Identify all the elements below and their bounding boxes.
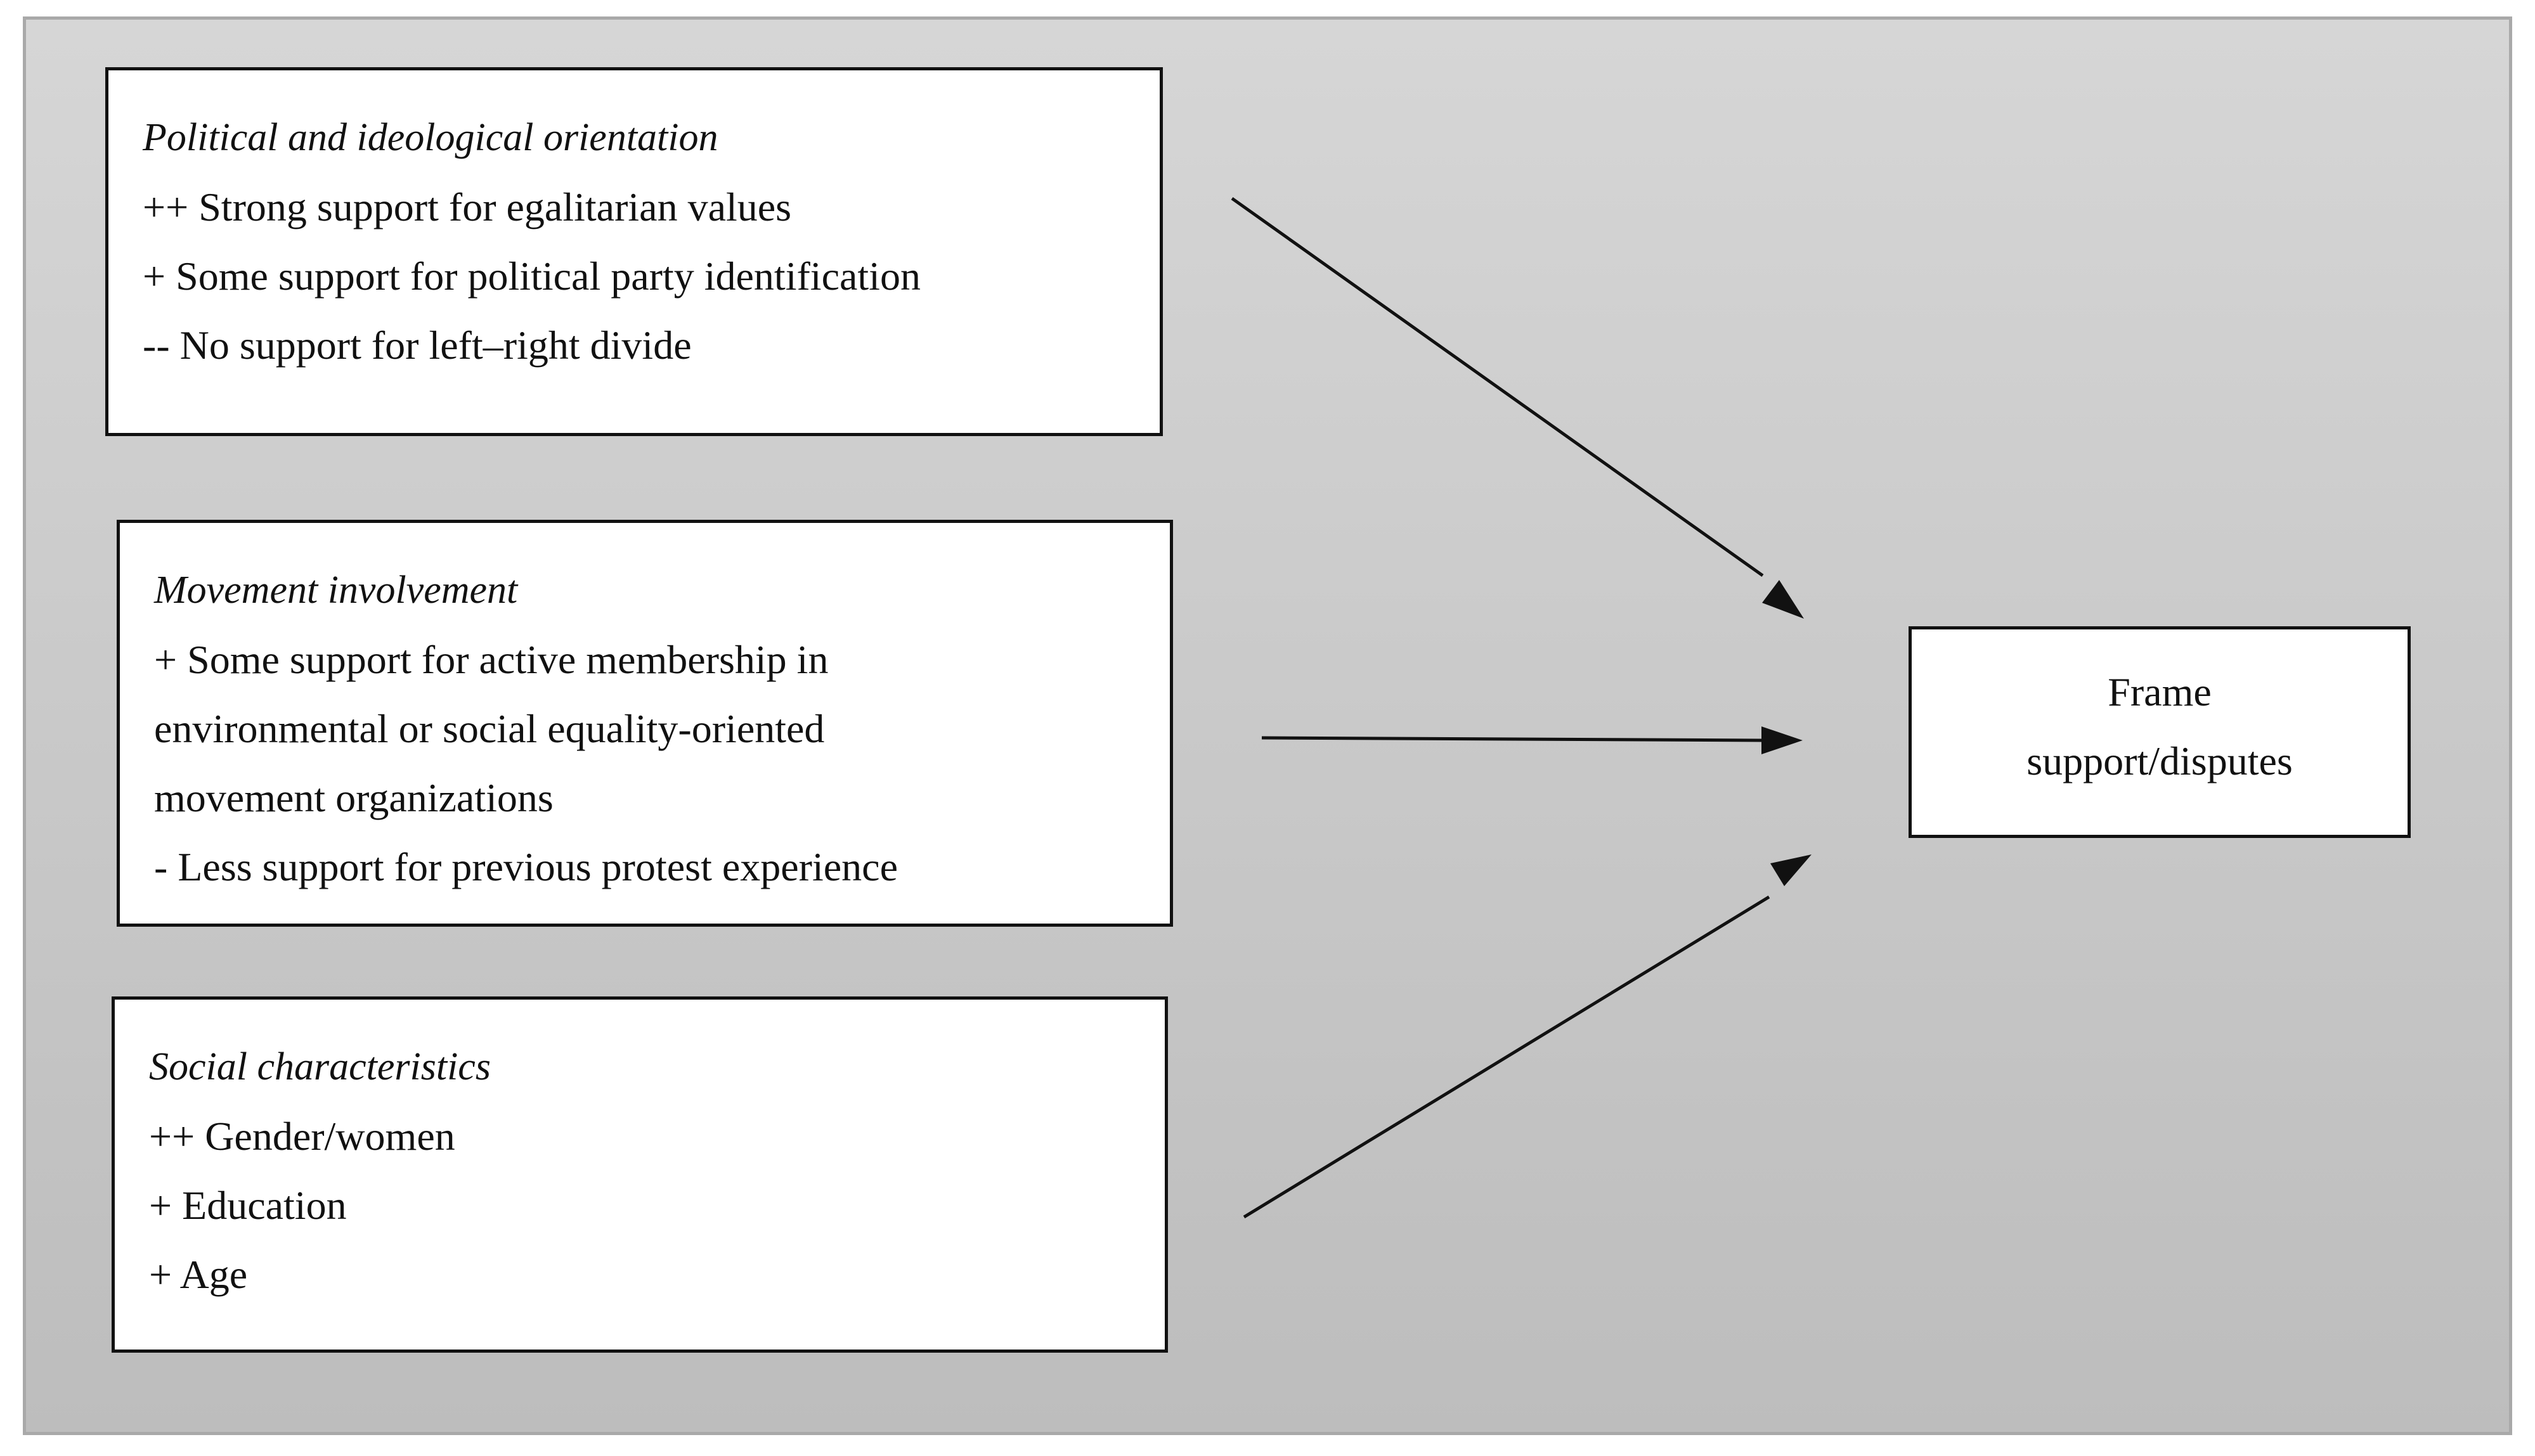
- movement-arrowhead: [1761, 726, 1803, 754]
- frame-label: Frame: [2108, 669, 2212, 714]
- frame-support-box: Frame support/disputes: [1909, 626, 2411, 838]
- political-arrowhead: [1762, 580, 1804, 619]
- protest-experience-line: - Less support for previous protest expe…: [154, 844, 898, 889]
- social-arrowhead: [1770, 854, 1812, 886]
- social-to-frame-arrow: [1243, 895, 1770, 1219]
- gender-line: ++ Gender/women: [149, 1114, 455, 1159]
- social-characteristics-title: Social characteristics: [149, 1045, 491, 1088]
- political-orientation-box: Political and ideological orientation ++…: [105, 67, 1163, 436]
- movement-to-frame-arrow: [1261, 736, 1763, 742]
- education-line: + Education: [149, 1183, 347, 1228]
- political-to-frame-arrow: [1231, 196, 1764, 577]
- movement-involvement-title: Movement involvement: [154, 569, 518, 612]
- age-line: + Age: [149, 1252, 248, 1297]
- political-orientation-title: Political and ideological orientation: [143, 116, 718, 159]
- social-characteristics-box: Social characteristics ++ Gender/women +…: [112, 996, 1168, 1353]
- active-membership-line: + Some support for active membership in: [154, 637, 829, 682]
- environmental-equality-line: environmental or social equality-oriente…: [154, 706, 825, 751]
- egalitarian-values-line: ++ Strong support for egalitarian values: [143, 184, 792, 229]
- movement-involvement-box: Movement involvement + Some support for …: [117, 520, 1173, 927]
- support-disputes-label: support/disputes: [2026, 738, 2293, 783]
- movement-organizations-line: movement organizations: [154, 775, 554, 820]
- party-identification-line: + Some support for political party ident…: [143, 254, 921, 299]
- left-right-divide-line: -- No support for left–right divide: [143, 323, 692, 368]
